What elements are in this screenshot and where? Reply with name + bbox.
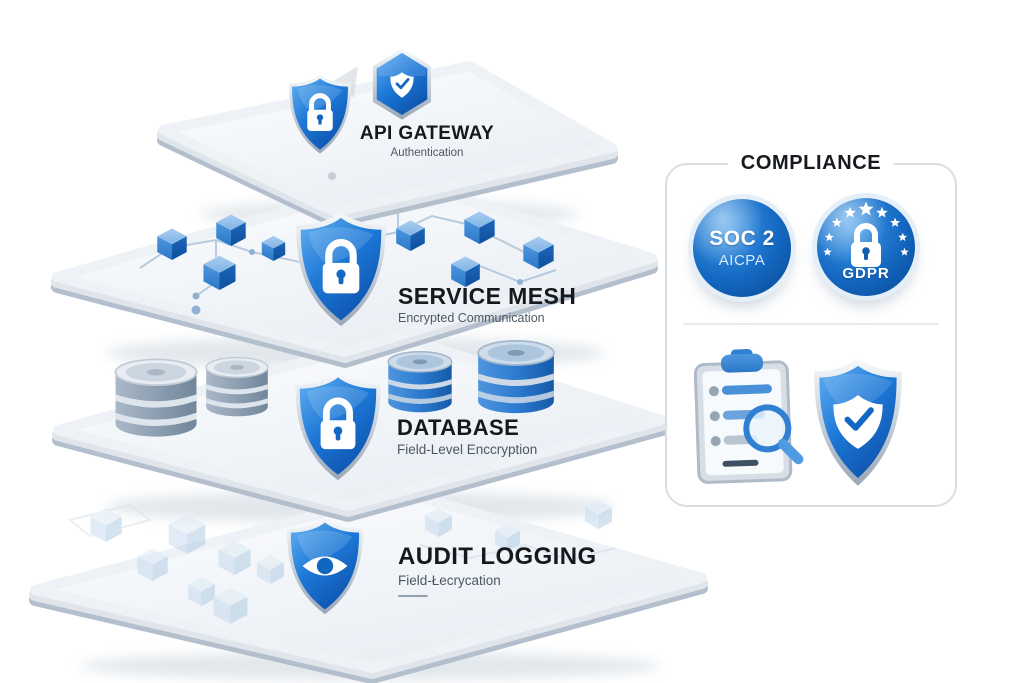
layer-title: DATABASE [397,415,520,440]
soc2-badge-text: SOC 2 [709,227,775,250]
aicpa-badge-text: AICPA [718,252,766,269]
layer-label-service-mesh: SERVICE MESH Encrypted Communication [398,284,576,326]
lock-shield-icon [284,73,356,155]
gdpr-badge: GDPR [817,198,915,296]
layer-label-database: DATABASE Field-Level Enccryption [397,416,537,458]
dot-decoration [328,172,336,180]
soc2-badge: SOC 2 AICPA [693,199,791,297]
compliance-panel: COMPLIANCE SOC 2 AICPA [665,152,957,507]
magnifier-icon [743,404,804,465]
layer-subtitle: Authentication [390,146,464,159]
layer-title: SERVICE MESH [398,283,577,309]
verified-shield-icon [814,358,902,486]
subtitle-underline [398,595,428,598]
layer-title: API GATEWAY [359,123,495,144]
database-cylinder-icon [387,351,453,413]
lock-shield-icon [290,210,392,328]
layer-label-audit-logging: AUDIT LOGGING Field-Łecrycation [398,543,597,598]
lock-icon [851,223,881,267]
eye-shield-icon [280,516,370,616]
audit-logging-platform [29,487,708,683]
layer-subtitle: Field-Level Enccryption [397,442,538,458]
gdpr-badge-art [823,201,909,267]
audit-checklist-icon [693,348,804,484]
layer-subtitle: Encrypted Communication [398,311,545,326]
panel-divider [683,323,939,325]
layer-subtitle: Field-Łecrycation [398,573,501,589]
layer-title: AUDIT LOGGING [398,543,597,570]
verified-shield-hexagon-icon [369,47,435,121]
database-cylinder-icon [205,356,269,418]
layer-label-api-gateway: API GATEWAY Authentication [352,124,502,161]
database-cylinder-icon [477,339,555,415]
api-gateway-platform [157,61,618,228]
faint-cubes-decoration [67,500,616,624]
database-cylinder-icon [114,358,198,438]
lock-shield-icon [287,370,389,482]
gdpr-badge-text: GDPR [842,265,890,282]
compliance-title: COMPLIANCE [727,152,895,175]
